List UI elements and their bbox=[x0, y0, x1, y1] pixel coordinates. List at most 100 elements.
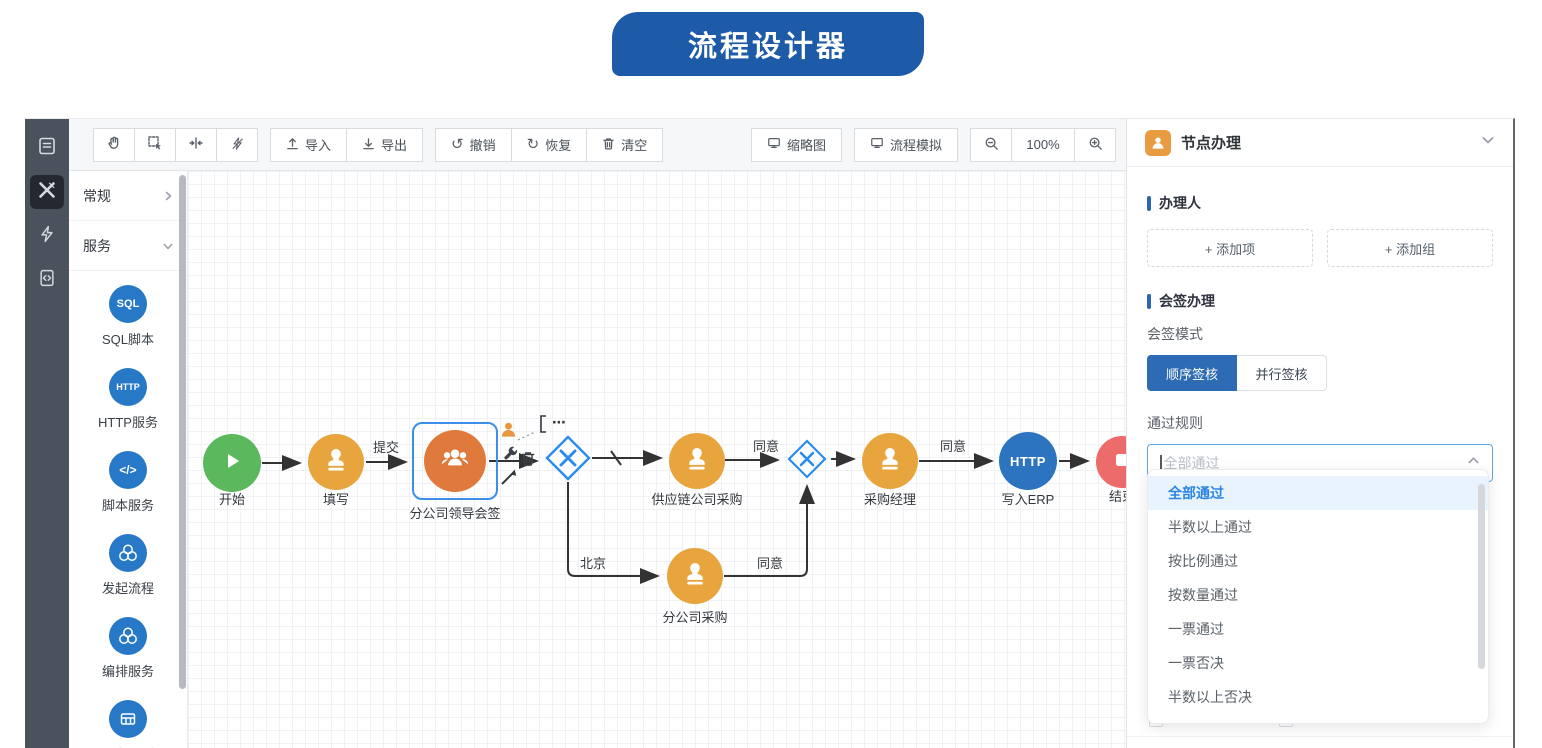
option-all-pass[interactable]: 全部通过 bbox=[1148, 476, 1488, 510]
redo-button[interactable]: ↻ 恢复 bbox=[510, 127, 588, 162]
add-item-button[interactable]: + 添加项 bbox=[1147, 229, 1313, 267]
property-panel: 节点办理 办理人 + 添加项 + 添加组 会签办理 会签模式 bbox=[1126, 119, 1513, 748]
selection-outline[interactable] bbox=[412, 422, 498, 500]
export-label: 导出 bbox=[381, 138, 408, 153]
palette-group-label: 常规 bbox=[83, 187, 111, 204]
canvas-tools-group bbox=[93, 127, 258, 162]
undo-label: 撤销 bbox=[469, 138, 496, 153]
palette-item-label: 业务规则 bbox=[102, 744, 154, 748]
minimap-button[interactable]: 缩略图 bbox=[750, 127, 842, 162]
palette-item-label: SQL脚本 bbox=[101, 332, 154, 347]
mode-tabs: 顺序签核 并行签核 bbox=[1147, 355, 1493, 391]
palette-item-orchestrate-service[interactable]: 编排服务 bbox=[102, 617, 154, 680]
palette-item-script-service[interactable]: </> 脚本服务 bbox=[102, 451, 154, 514]
assignee-actions: + 添加项 + 添加组 bbox=[1147, 229, 1493, 267]
dropdown-scrollbar[interactable] bbox=[1478, 484, 1485, 669]
gateway-exclusive-1[interactable] bbox=[544, 434, 592, 487]
palette-group-general[interactable]: 常规 bbox=[69, 171, 187, 221]
palette-item-label: 编排服务 bbox=[101, 664, 154, 679]
chevron-up-icon bbox=[1467, 454, 1480, 472]
code-brackets-icon: </> bbox=[108, 451, 147, 489]
delete-icon[interactable] bbox=[520, 450, 536, 472]
clear-button[interactable]: 清空 bbox=[586, 127, 664, 162]
section-title-text: 办理人 bbox=[1159, 195, 1201, 211]
zoom-out-icon bbox=[984, 136, 999, 154]
table-icon bbox=[108, 700, 147, 738]
assign-user-icon[interactable] bbox=[499, 420, 518, 444]
palette-item-business-rule[interactable]: 业务规则 bbox=[102, 700, 154, 748]
align-center-button[interactable] bbox=[175, 127, 217, 162]
option-one-vote-pass[interactable]: 一票通过 bbox=[1168, 621, 1224, 637]
node-supply-chain[interactable] bbox=[669, 433, 725, 489]
export-button[interactable]: 导出 bbox=[346, 127, 424, 162]
palette-scrollbar[interactable] bbox=[179, 175, 186, 689]
node-purchase-manager[interactable] bbox=[862, 433, 918, 489]
tab-parallel-sign[interactable]: 并行签核 bbox=[1237, 355, 1327, 391]
tab-sequential-sign[interactable]: 顺序签核 bbox=[1147, 355, 1237, 391]
node-label: 开始 bbox=[218, 492, 245, 507]
io-group: 导入 导出 bbox=[270, 127, 424, 162]
pan-tool-button[interactable] bbox=[93, 127, 135, 162]
node-label: 填写 bbox=[322, 492, 349, 507]
workspace: 常规 服务 SQL SQL脚本 HTTP HT bbox=[69, 171, 1126, 748]
palette-group-services[interactable]: 服务 bbox=[69, 221, 187, 271]
node-label: 结束 bbox=[1108, 489, 1126, 504]
panel-header: 节点办理 bbox=[1127, 119, 1513, 167]
option-majority-veto[interactable]: 半数以上否决 bbox=[1168, 689, 1252, 705]
sql-icon: SQL bbox=[108, 285, 147, 323]
node-end[interactable] bbox=[1096, 436, 1126, 488]
node-countersign[interactable] bbox=[424, 430, 486, 492]
countersign-section-title: 会签办理 bbox=[1147, 291, 1493, 311]
lightning-icon bbox=[38, 225, 56, 248]
rail-item-trigger[interactable] bbox=[30, 219, 64, 253]
context-menu-dots[interactable]: ⋯ bbox=[552, 414, 567, 430]
zoom-group: 100% bbox=[970, 127, 1116, 162]
simulate-icon bbox=[870, 136, 884, 153]
collapse-chevron-icon[interactable] bbox=[1481, 133, 1495, 152]
select-tool-button[interactable] bbox=[134, 127, 176, 162]
minimap-icon bbox=[767, 136, 781, 153]
palette-item-start-flow[interactable]: 发起流程 bbox=[102, 534, 154, 597]
chevron-right-icon bbox=[163, 188, 173, 204]
option-majority-pass[interactable]: 半数以上通过 bbox=[1168, 519, 1252, 535]
main-column: 导入 导出 ↺ 撤销 ↻ 恢复 bbox=[69, 119, 1126, 748]
connect-arrow-icon[interactable] bbox=[499, 467, 519, 492]
palette-item-sql-script[interactable]: SQL SQL脚本 bbox=[102, 285, 154, 348]
palette-item-label: 脚本服务 bbox=[101, 498, 154, 513]
rail-item-designer[interactable] bbox=[30, 175, 64, 209]
node-write-erp[interactable]: HTTP bbox=[999, 432, 1057, 490]
rail-item-code[interactable] bbox=[30, 263, 64, 297]
bracket-icon bbox=[537, 414, 549, 439]
http-badge: HTTP bbox=[1010, 453, 1046, 469]
stamp-icon bbox=[876, 445, 904, 478]
undo-button[interactable]: ↺ 撤销 bbox=[435, 127, 512, 162]
simulate-label: 流程模拟 bbox=[889, 138, 942, 153]
zoom-in-button[interactable] bbox=[1074, 127, 1116, 162]
option-count-pass[interactable]: 按数量通过 bbox=[1168, 587, 1238, 603]
flow-canvas[interactable]: 开始 填写 分公司领导会签 ⋯ bbox=[188, 171, 1126, 748]
add-group-button[interactable]: + 添加组 bbox=[1327, 229, 1493, 267]
gateway-exclusive-2[interactable] bbox=[786, 438, 828, 485]
palette-group-label: 服务 bbox=[83, 237, 111, 254]
select-value: 全部通过 bbox=[1163, 455, 1220, 471]
zoom-out-button[interactable] bbox=[970, 127, 1012, 162]
group-people-icon bbox=[438, 442, 472, 481]
palette-item-http-service[interactable]: HTTP HTTP服务 bbox=[98, 368, 158, 431]
rail-item-form[interactable] bbox=[30, 131, 64, 165]
play-icon bbox=[221, 450, 243, 477]
auto-layout-button[interactable] bbox=[216, 127, 258, 162]
simulate-button[interactable]: 流程模拟 bbox=[853, 127, 958, 162]
option-ratio-veto[interactable]: 按比例否决 bbox=[1148, 714, 1488, 723]
clear-label: 清空 bbox=[621, 138, 648, 153]
node-branch-purchase[interactable] bbox=[667, 548, 723, 604]
wrench-icon[interactable] bbox=[502, 445, 519, 467]
node-fill-out[interactable] bbox=[308, 434, 364, 490]
import-button[interactable]: 导入 bbox=[270, 127, 348, 162]
code-file-icon bbox=[38, 269, 56, 292]
node-start[interactable] bbox=[203, 434, 261, 492]
option-ratio-pass[interactable]: 按比例通过 bbox=[1168, 553, 1238, 569]
form-icon bbox=[37, 136, 57, 161]
option-one-vote-veto[interactable]: 一票否决 bbox=[1168, 655, 1224, 671]
edge-label-agree: 同意 bbox=[756, 556, 783, 571]
